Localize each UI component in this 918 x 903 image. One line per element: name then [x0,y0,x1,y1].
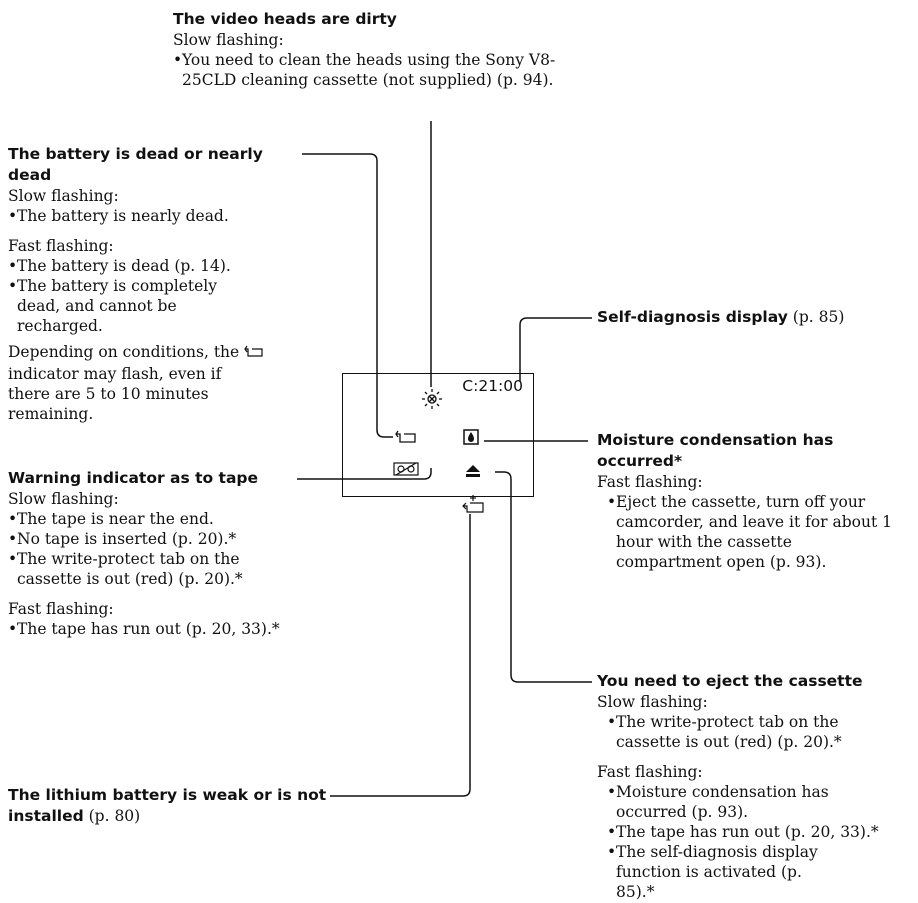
list-item: The tape has run out (p. 20, 33).* [607,822,912,842]
eject-heading: You need to eject the cassette [597,672,863,690]
tape-slow-list: The tape is near the end. No tape is ins… [8,509,258,589]
battery-fast-label: Fast flashing: [8,237,114,255]
moisture-icon [463,429,479,449]
tape-warning-icon [393,461,419,481]
lithium-heading: The lithium battery is weak or is not in… [8,785,328,827]
list-item: You need to clean the heads using the So… [173,50,562,90]
tape-fast-label: Fast flashing: [8,600,114,618]
list-item: The write-protect tab on the cassette is… [607,712,862,752]
self-diagnosis-code: C:21:00 [462,377,523,395]
list-item: Eject the cassette, turn off your camcor… [607,492,897,572]
video-heads-list: You need to clean the heads using the So… [173,50,613,90]
eject-fast-list: Moisture condensation has occurred (p. 9… [607,782,912,902]
tape-fast-list: The tape has run out (p. 20, 33).* [8,619,328,639]
battery-fast-list: The battery is dead (p. 14). The battery… [8,256,263,336]
list-item: The self-diagnosis display function is a… [607,842,841,902]
list-item: Moisture condensation has occurred (p. 9… [607,782,831,822]
self-diagnosis-heading-text: Self-diagnosis display [597,308,788,326]
tape-block: Warning indicator as to tape Slow flashi… [8,468,328,639]
eject-fast-label: Fast flashing: [597,763,703,781]
eject-slow-label: Slow flashing: [597,693,708,711]
video-heads-heading: The video heads are dirty [173,10,397,28]
lithium-ref: (p. 80) [83,807,141,825]
battery-slow-label: Slow flashing: [8,187,119,205]
lithium-heading-text: The lithium battery is weak or is not in… [8,786,327,825]
battery-icon [395,429,417,449]
viewfinder-display: C:21:00 [342,373,534,513]
moisture-list: Eject the cassette, turn off your camcor… [607,492,897,572]
self-diagnosis-block: Self-diagnosis display (p. 85) [597,307,907,328]
battery-heading: The battery is dead or nearly dead [8,145,263,184]
list-item: The battery is nearly dead. [8,206,348,226]
tape-heading: Warning indicator as to tape [8,469,259,487]
battery-note-before: Depending on conditions, the [8,343,240,361]
battery-icon [244,344,264,364]
list-item: The write-protect tab on the cassette is… [8,549,258,589]
moisture-heading: Moisture condensation has occurred* [597,431,834,470]
battery-block: The battery is dead or nearly dead Slow … [8,144,348,424]
battery-slow-list: The battery is nearly dead. [8,206,348,226]
video-heads-block: The video heads are dirty Slow flashing:… [173,9,613,90]
list-item: The tape has run out (p. 20, 33).* [8,619,328,639]
moisture-sub: Fast flashing: [597,473,703,491]
battery-note-after: indicator may flash, even if there are 5… [8,365,222,423]
list-item: No tape is inserted (p. 20).* [8,529,258,549]
list-item: The tape is near the end. [8,509,258,529]
video-heads-sub: Slow flashing: [173,31,284,49]
eject-slow-list: The write-protect tab on the cassette is… [607,712,862,752]
self-diagnosis-heading: Self-diagnosis display (p. 85) [597,307,907,328]
list-item: The battery is completely dead, and cann… [8,276,263,336]
eject-block: You need to eject the cassette Slow flas… [597,671,912,902]
dirty-heads-icon [421,388,443,414]
tape-slow-label: Slow flashing: [8,490,119,508]
self-diagnosis-ref: (p. 85) [787,308,845,326]
battery-note: Depending on conditions, the indicator m… [8,342,266,424]
lithium-block: The lithium battery is weak or is not in… [8,785,328,827]
list-item: The battery is dead (p. 14). [8,256,263,276]
lithium-battery-icon [461,494,485,518]
moisture-block: Moisture condensation has occurred* Fast… [597,430,897,572]
eject-icon [465,463,481,482]
